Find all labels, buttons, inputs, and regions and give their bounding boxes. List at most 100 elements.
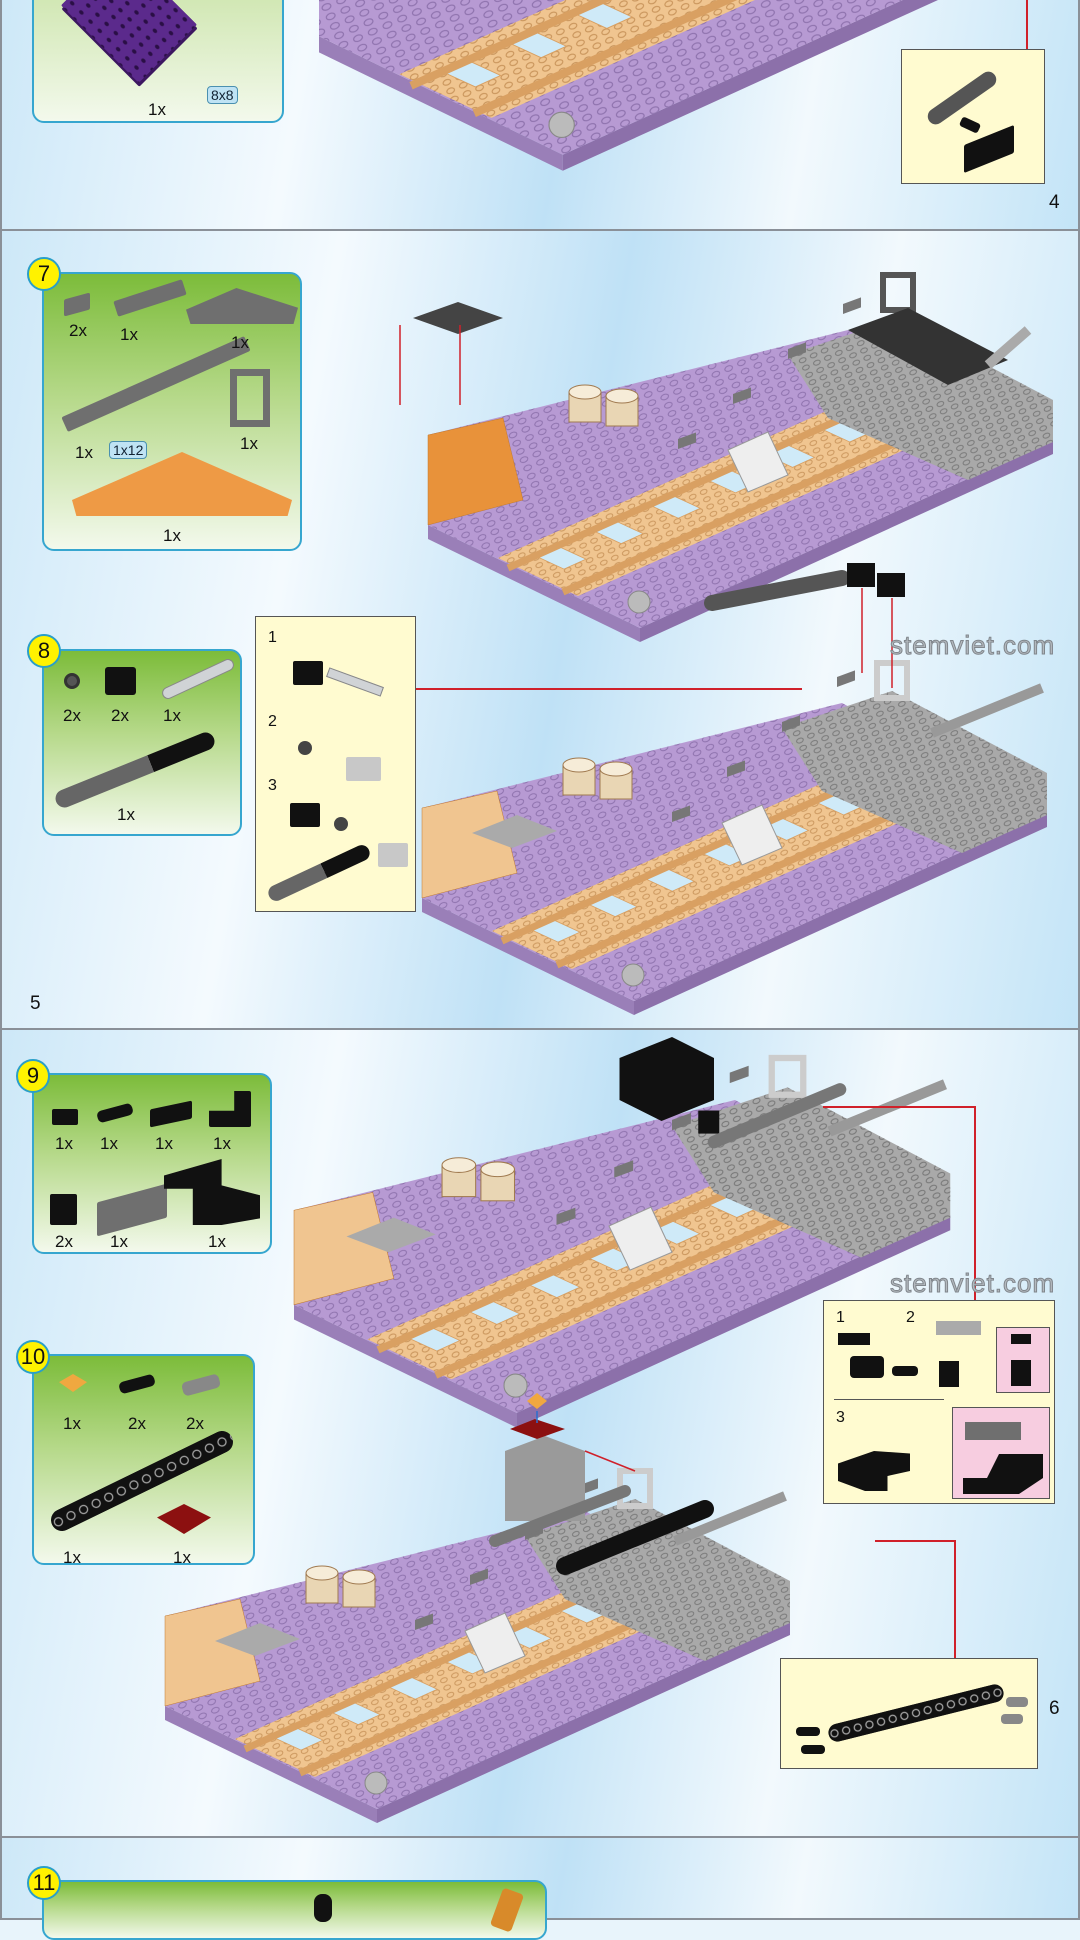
slope-tile-icon xyxy=(59,1374,87,1392)
plate-1x1-icon xyxy=(64,292,90,317)
wedge-plate xyxy=(413,302,503,334)
large-bracket-icon xyxy=(963,1454,1043,1494)
large-bracket-icon xyxy=(164,1159,260,1225)
part-count: 1x xyxy=(117,805,135,824)
part-count: 1x xyxy=(163,706,181,725)
corner-wedge xyxy=(427,417,524,526)
model-step-8 xyxy=(421,563,1047,1015)
page-number: 5 xyxy=(30,993,41,1014)
parts-box-step-7: 2x 1x 1x 1x 1x12 1x 1x xyxy=(42,272,302,551)
parts-box-step-8: 2x 2x 1x 1x xyxy=(42,649,242,836)
shock-absorber-icon xyxy=(265,842,373,904)
technic-brick-gray-icon xyxy=(378,843,408,867)
bush-icon xyxy=(64,673,80,689)
plate-1x12-icon xyxy=(61,336,251,432)
baseplate-side xyxy=(294,1304,517,1428)
technic-beam xyxy=(556,1500,714,1575)
bush-icon xyxy=(298,741,312,755)
axle-icon xyxy=(160,657,236,701)
technic-brick xyxy=(877,573,905,597)
rail xyxy=(409,0,613,90)
plate-1x1-icon xyxy=(1011,1334,1031,1344)
detail-inset xyxy=(952,1407,1050,1499)
baseplate-side xyxy=(634,813,1047,1015)
page-number: 6 xyxy=(1049,1698,1060,1719)
model-step-10 xyxy=(164,1393,790,1823)
barrel-top xyxy=(480,1161,516,1178)
gray-plate xyxy=(671,1113,691,1131)
part-count: 2x xyxy=(128,1414,146,1433)
corner-wedge xyxy=(164,1598,261,1707)
round-tile xyxy=(548,111,575,139)
watermark: stemviet.com xyxy=(889,1268,1056,1299)
arrow xyxy=(584,1450,636,1472)
gray-plate xyxy=(837,670,855,687)
size-callout: 8x8 xyxy=(207,86,238,104)
red-plate-2x2-icon xyxy=(157,1504,211,1534)
round-tile xyxy=(627,590,651,614)
technic-beam-icon xyxy=(826,1682,1006,1744)
parts-box-step-9: 1x 1x 1x 1x 2x 1x 1x xyxy=(32,1073,272,1254)
pin-icon xyxy=(892,1366,918,1376)
window-frame-icon xyxy=(230,369,270,427)
substep-number: 2 xyxy=(906,1309,915,1326)
gray-plate xyxy=(556,1207,576,1225)
technic-brick-icon xyxy=(293,661,323,685)
black-plates xyxy=(848,308,1008,385)
axle-icon xyxy=(326,667,384,697)
pin-gray-icon xyxy=(1006,1697,1028,1707)
step-number-badge: 10 xyxy=(16,1340,50,1374)
part-count: 1x xyxy=(231,333,249,352)
sub-assembly-callout: 1 2 3 xyxy=(823,1300,1055,1504)
page-number: 4 xyxy=(1049,192,1060,213)
barrel-top xyxy=(342,1569,376,1585)
white-brick xyxy=(464,1612,526,1674)
parts-box-step-10: 1x 2x 2x 1x 1x xyxy=(32,1354,255,1567)
model-step-9 xyxy=(293,1037,951,1428)
part-count: 1x xyxy=(148,100,166,119)
baseplate-side xyxy=(422,898,634,1015)
technic-brick-icon xyxy=(290,803,320,827)
pin-icon xyxy=(314,1894,332,1922)
gray-blocks-studs xyxy=(782,691,1047,853)
slope-tile xyxy=(527,1393,547,1409)
part-count: 1x xyxy=(63,1548,81,1567)
rail xyxy=(472,0,738,117)
wedge-plate-icon xyxy=(186,288,298,324)
part-count: 1x xyxy=(100,1134,118,1153)
plate-2x3-icon xyxy=(97,1183,167,1237)
substep-number: 3 xyxy=(836,1409,845,1426)
parts-box-step-11 xyxy=(42,1880,547,1940)
parts-box-step-6: 8x8 1x xyxy=(32,0,284,123)
arrow-line xyxy=(416,688,802,690)
purple-plate-8x8-icon xyxy=(60,0,198,84)
detail-inset xyxy=(996,1327,1050,1393)
black-bracket-assembly xyxy=(619,1037,714,1121)
bracket-plate-icon xyxy=(209,1091,251,1127)
orange-part-icon xyxy=(489,1887,525,1933)
step-number-badge: 11 xyxy=(27,1866,61,1900)
axle xyxy=(827,1079,947,1137)
brick-1x1-icon xyxy=(939,1361,959,1387)
baseplate-side xyxy=(428,525,640,642)
baseplate-side xyxy=(319,36,563,171)
axle xyxy=(984,326,1032,369)
watermark: stemviet.com xyxy=(889,630,1056,661)
arrow-line xyxy=(954,1540,956,1658)
black-brick xyxy=(698,1110,720,1134)
pin-icon xyxy=(96,1102,134,1124)
pin-icon xyxy=(958,116,982,134)
part-count: 1x xyxy=(155,1134,173,1153)
gray-plate xyxy=(782,715,800,732)
wedge-plate-gray xyxy=(472,815,557,848)
plate-1x4-icon xyxy=(113,279,187,317)
technic-brick-gray-icon xyxy=(346,757,381,781)
technic-brick-icon xyxy=(964,124,1014,174)
wedge-plate-gray xyxy=(346,1217,436,1253)
gray-plate xyxy=(415,1613,433,1631)
sub-assembly-callout: 1 2 3 xyxy=(255,616,416,912)
shock-absorber xyxy=(707,1083,847,1149)
part-count: 2x xyxy=(55,1232,73,1251)
gray-plate xyxy=(733,387,751,404)
